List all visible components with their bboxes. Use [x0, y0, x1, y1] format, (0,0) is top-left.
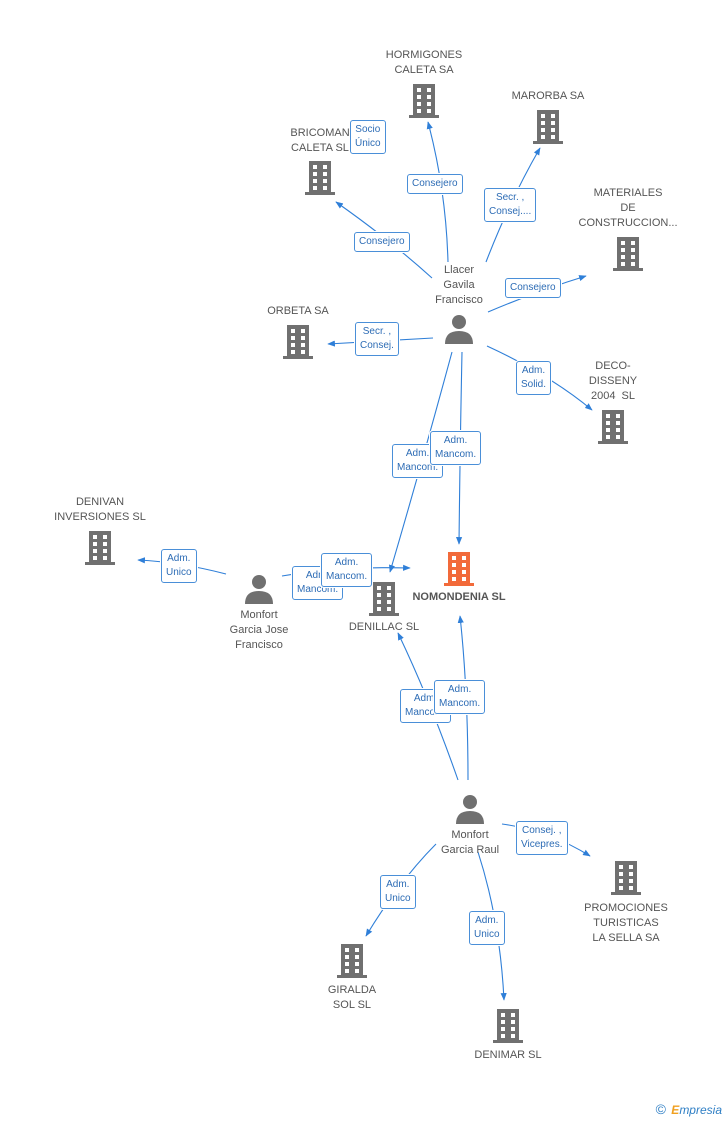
building-icon: [533, 110, 563, 144]
building-icon: [444, 552, 474, 586]
relation-label[interactable]: Consejero: [505, 278, 561, 298]
relation-label[interactable]: Adm. Unico: [469, 911, 505, 945]
company-label: DENILLAC SL: [348, 621, 420, 633]
node-orbeta[interactable]: ORBETA SA: [258, 304, 338, 359]
relation-label[interactable]: Socio Único: [350, 120, 386, 154]
node-giralda[interactable]: GIRALDA SOL SL: [314, 944, 390, 1013]
relation-label[interactable]: Adm. Solid.: [516, 361, 552, 395]
company-label: DECO- DISSENY 2004 SL: [588, 360, 638, 402]
person-label: Monfort Garcia Raul: [440, 829, 500, 856]
node-hormigones[interactable]: HORMIGONES CALETA SA: [380, 48, 468, 118]
building-icon: [337, 944, 367, 978]
building-icon: [369, 582, 399, 616]
building-icon: [409, 84, 439, 118]
relation-label[interactable]: Adm. Mancom.: [434, 680, 486, 714]
company-label: BRICOMAN CALETA SL: [290, 127, 350, 154]
person-label: Llacer Gavila Francisco: [435, 264, 483, 306]
building-icon: [493, 1009, 523, 1043]
person-label: Monfort Garcia Jose Francisco: [229, 609, 289, 651]
node-nomondenia[interactable]: NOMONDENIA SL: [404, 552, 514, 605]
relation-label[interactable]: Adm. Unico: [380, 875, 416, 909]
node-denimar[interactable]: DENIMAR SL: [466, 1009, 550, 1063]
empresia-logo: © Empresia: [656, 1101, 722, 1117]
building-icon: [613, 237, 643, 271]
relation-label[interactable]: Secr. , Consej.: [355, 322, 399, 356]
node-bricoman[interactable]: BRICOMAN CALETA SL: [278, 126, 362, 195]
brand-initial: E: [671, 1103, 680, 1117]
relation-label[interactable]: Secr. , Consej....: [484, 188, 537, 222]
relation-label[interactable]: Adm. Mancom.: [430, 431, 482, 465]
node-promociones[interactable]: PROMOCIONES TURISTICAS LA SELLA SA: [580, 861, 672, 946]
node-denillac[interactable]: DENILLAC SL: [344, 582, 424, 635]
node-denivan[interactable]: DENIVAN INVERSIONES SL: [46, 495, 154, 565]
relation-label[interactable]: Consejero: [354, 232, 410, 252]
node-monfort-jose[interactable]: Monfort Garcia Jose Francisco: [214, 574, 304, 653]
brand-name: mpresia: [679, 1103, 722, 1117]
node-marorba[interactable]: MARORBA SA: [500, 89, 596, 144]
building-icon: [305, 161, 335, 195]
company-label: HORMIGONES CALETA SA: [385, 49, 463, 76]
main-company-label: NOMONDENIA SL: [412, 591, 506, 603]
node-llacer[interactable]: Llacer Gavila Francisco: [420, 263, 498, 344]
relation-label[interactable]: Adm. Unico: [161, 549, 197, 583]
person-icon: [455, 794, 485, 824]
company-label: MARORBA SA: [511, 90, 585, 102]
building-icon: [85, 531, 115, 565]
relation-label[interactable]: Consejero: [407, 174, 463, 194]
copyright-symbol: ©: [655, 1101, 666, 1117]
relation-label[interactable]: Consej. , Vicepres.: [516, 821, 568, 855]
company-label: GIRALDA SOL SL: [327, 984, 377, 1011]
person-icon: [444, 314, 474, 344]
company-label: ORBETA SA: [267, 305, 329, 317]
building-icon: [611, 861, 641, 895]
company-label: DENIMAR SL: [474, 1049, 542, 1061]
person-icon: [244, 574, 274, 604]
node-decodisseny[interactable]: DECO- DISSENY 2004 SL: [578, 359, 648, 444]
company-label: DENIVAN INVERSIONES SL: [54, 496, 146, 523]
node-materiales[interactable]: MATERIALES DE CONSTRUCCION...: [578, 186, 678, 271]
building-icon: [598, 410, 628, 444]
company-label: MATERIALES DE CONSTRUCCION...: [578, 187, 678, 229]
relation-label[interactable]: Adm. Mancom.: [321, 553, 373, 587]
node-monfort-raul[interactable]: Monfort Garcia Raul: [426, 794, 514, 858]
building-icon: [283, 325, 313, 359]
company-label: PROMOCIONES TURISTICAS LA SELLA SA: [584, 902, 668, 944]
